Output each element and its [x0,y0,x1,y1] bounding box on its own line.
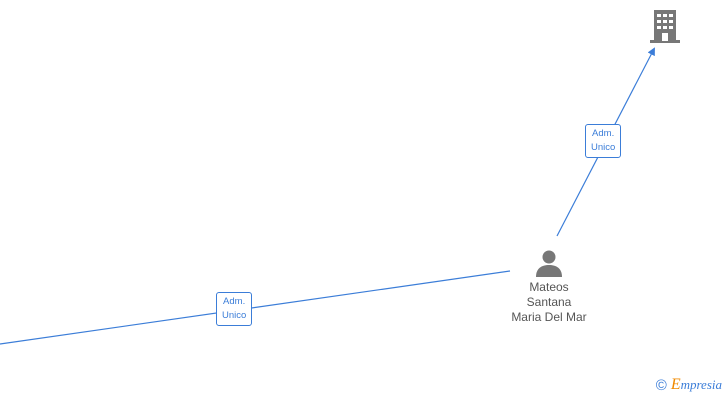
brand-rest: mpresia [680,377,722,392]
brand-watermark: © Empresia [656,376,722,394]
edge-label-adm-unico[interactable]: Adm. Unico [216,292,253,326]
company-node[interactable] [647,8,683,44]
edge-label-line: Unico [222,310,247,321]
copyright-icon: © [655,376,667,394]
edge-label-line: Unico [591,142,616,153]
edge-line-to-person [0,270,511,345]
edge-label-line: Adm. [223,296,246,307]
person-node[interactable]: Mateos Santana Maria Del Mar [497,248,601,325]
person-icon [536,250,562,277]
edge-label-line: Adm. [592,128,615,139]
person-name-line: Maria Del Mar [511,310,587,324]
person-name: Mateos Santana Maria Del Mar [497,280,601,325]
building-icon [650,10,680,43]
brand-initial: E [670,376,681,393]
brand-logo: Empresia [671,376,722,394]
person-name-line: Santana [526,295,572,309]
edge-label-adm-unico[interactable]: Adm. Unico [585,124,622,158]
person-name-line: Mateos [529,280,569,294]
